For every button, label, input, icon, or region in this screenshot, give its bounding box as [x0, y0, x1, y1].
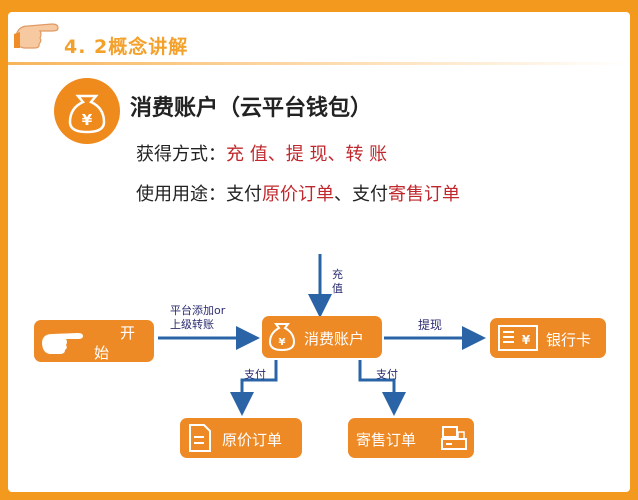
hand-pointing-icon [42, 333, 83, 354]
svg-text:¥: ¥ [279, 337, 286, 348]
consign-order-box: 寄售订单 [348, 418, 474, 458]
start-char-1: 开 [120, 324, 136, 342]
document-icon [189, 424, 211, 452]
title-divider [8, 62, 630, 65]
original-order-box: 原价订单 [180, 418, 302, 458]
bank-card-label: 银行卡 [546, 331, 592, 349]
hand-pointing-icon [14, 23, 59, 49]
label-recharge: 充 值 [332, 268, 343, 295]
label-withdraw: 提现 [418, 318, 443, 332]
account-title: 消费账户（云平台钱包） [130, 96, 373, 121]
label-platform: 平台添加or 上级转账 [170, 304, 226, 331]
get-method-label: 获得方式： [136, 144, 226, 165]
register-icon [441, 426, 467, 450]
consign-order-label: 寄售订单 [356, 431, 417, 449]
use-item-consign: 寄售订单 [388, 184, 460, 205]
consume-account-label: 消费账户 [304, 330, 365, 348]
use-pay-1: 支付 [226, 184, 262, 205]
use-line: 使用用途：支付原价订单、支付寄售订单 [136, 180, 460, 206]
svg-text:¥: ¥ [82, 111, 93, 129]
use-pay-2: 支付 [352, 184, 388, 205]
slide: 4. 2概念讲解 ¥ 消费账户（云平台钱包） 获得方式：充 值、提 现、转 账 … [8, 12, 630, 492]
original-order-label: 原价订单 [222, 431, 283, 449]
get-method-line: 获得方式：充 值、提 现、转 账 [136, 140, 387, 166]
section-title: 4. 2概念讲解 [64, 36, 189, 58]
label-pay-right: 支付 [376, 368, 398, 381]
label-pay-left: 支付 [244, 368, 266, 381]
use-item-original: 原价订单 [262, 184, 334, 205]
svg-text:¥: ¥ [522, 333, 531, 347]
arrow-pay-right [358, 360, 406, 416]
arrow-pay-left [230, 360, 278, 416]
bank-card-box: ¥ 银行卡 [490, 318, 606, 358]
use-label: 使用用途： [136, 184, 226, 205]
flow-arrows [158, 254, 486, 416]
bank-card-icon: ¥ [498, 325, 538, 351]
start-char-2: 始 [94, 344, 110, 362]
start-box: 开 始 [34, 320, 154, 362]
get-methods: 充 值、提 现、转 账 [226, 144, 388, 165]
money-bag-icon: ¥ [54, 78, 120, 144]
money-bag-icon: ¥ [268, 323, 296, 352]
consume-account-box: ¥ 消费账户 [262, 316, 382, 358]
use-separator: 、 [334, 184, 352, 205]
